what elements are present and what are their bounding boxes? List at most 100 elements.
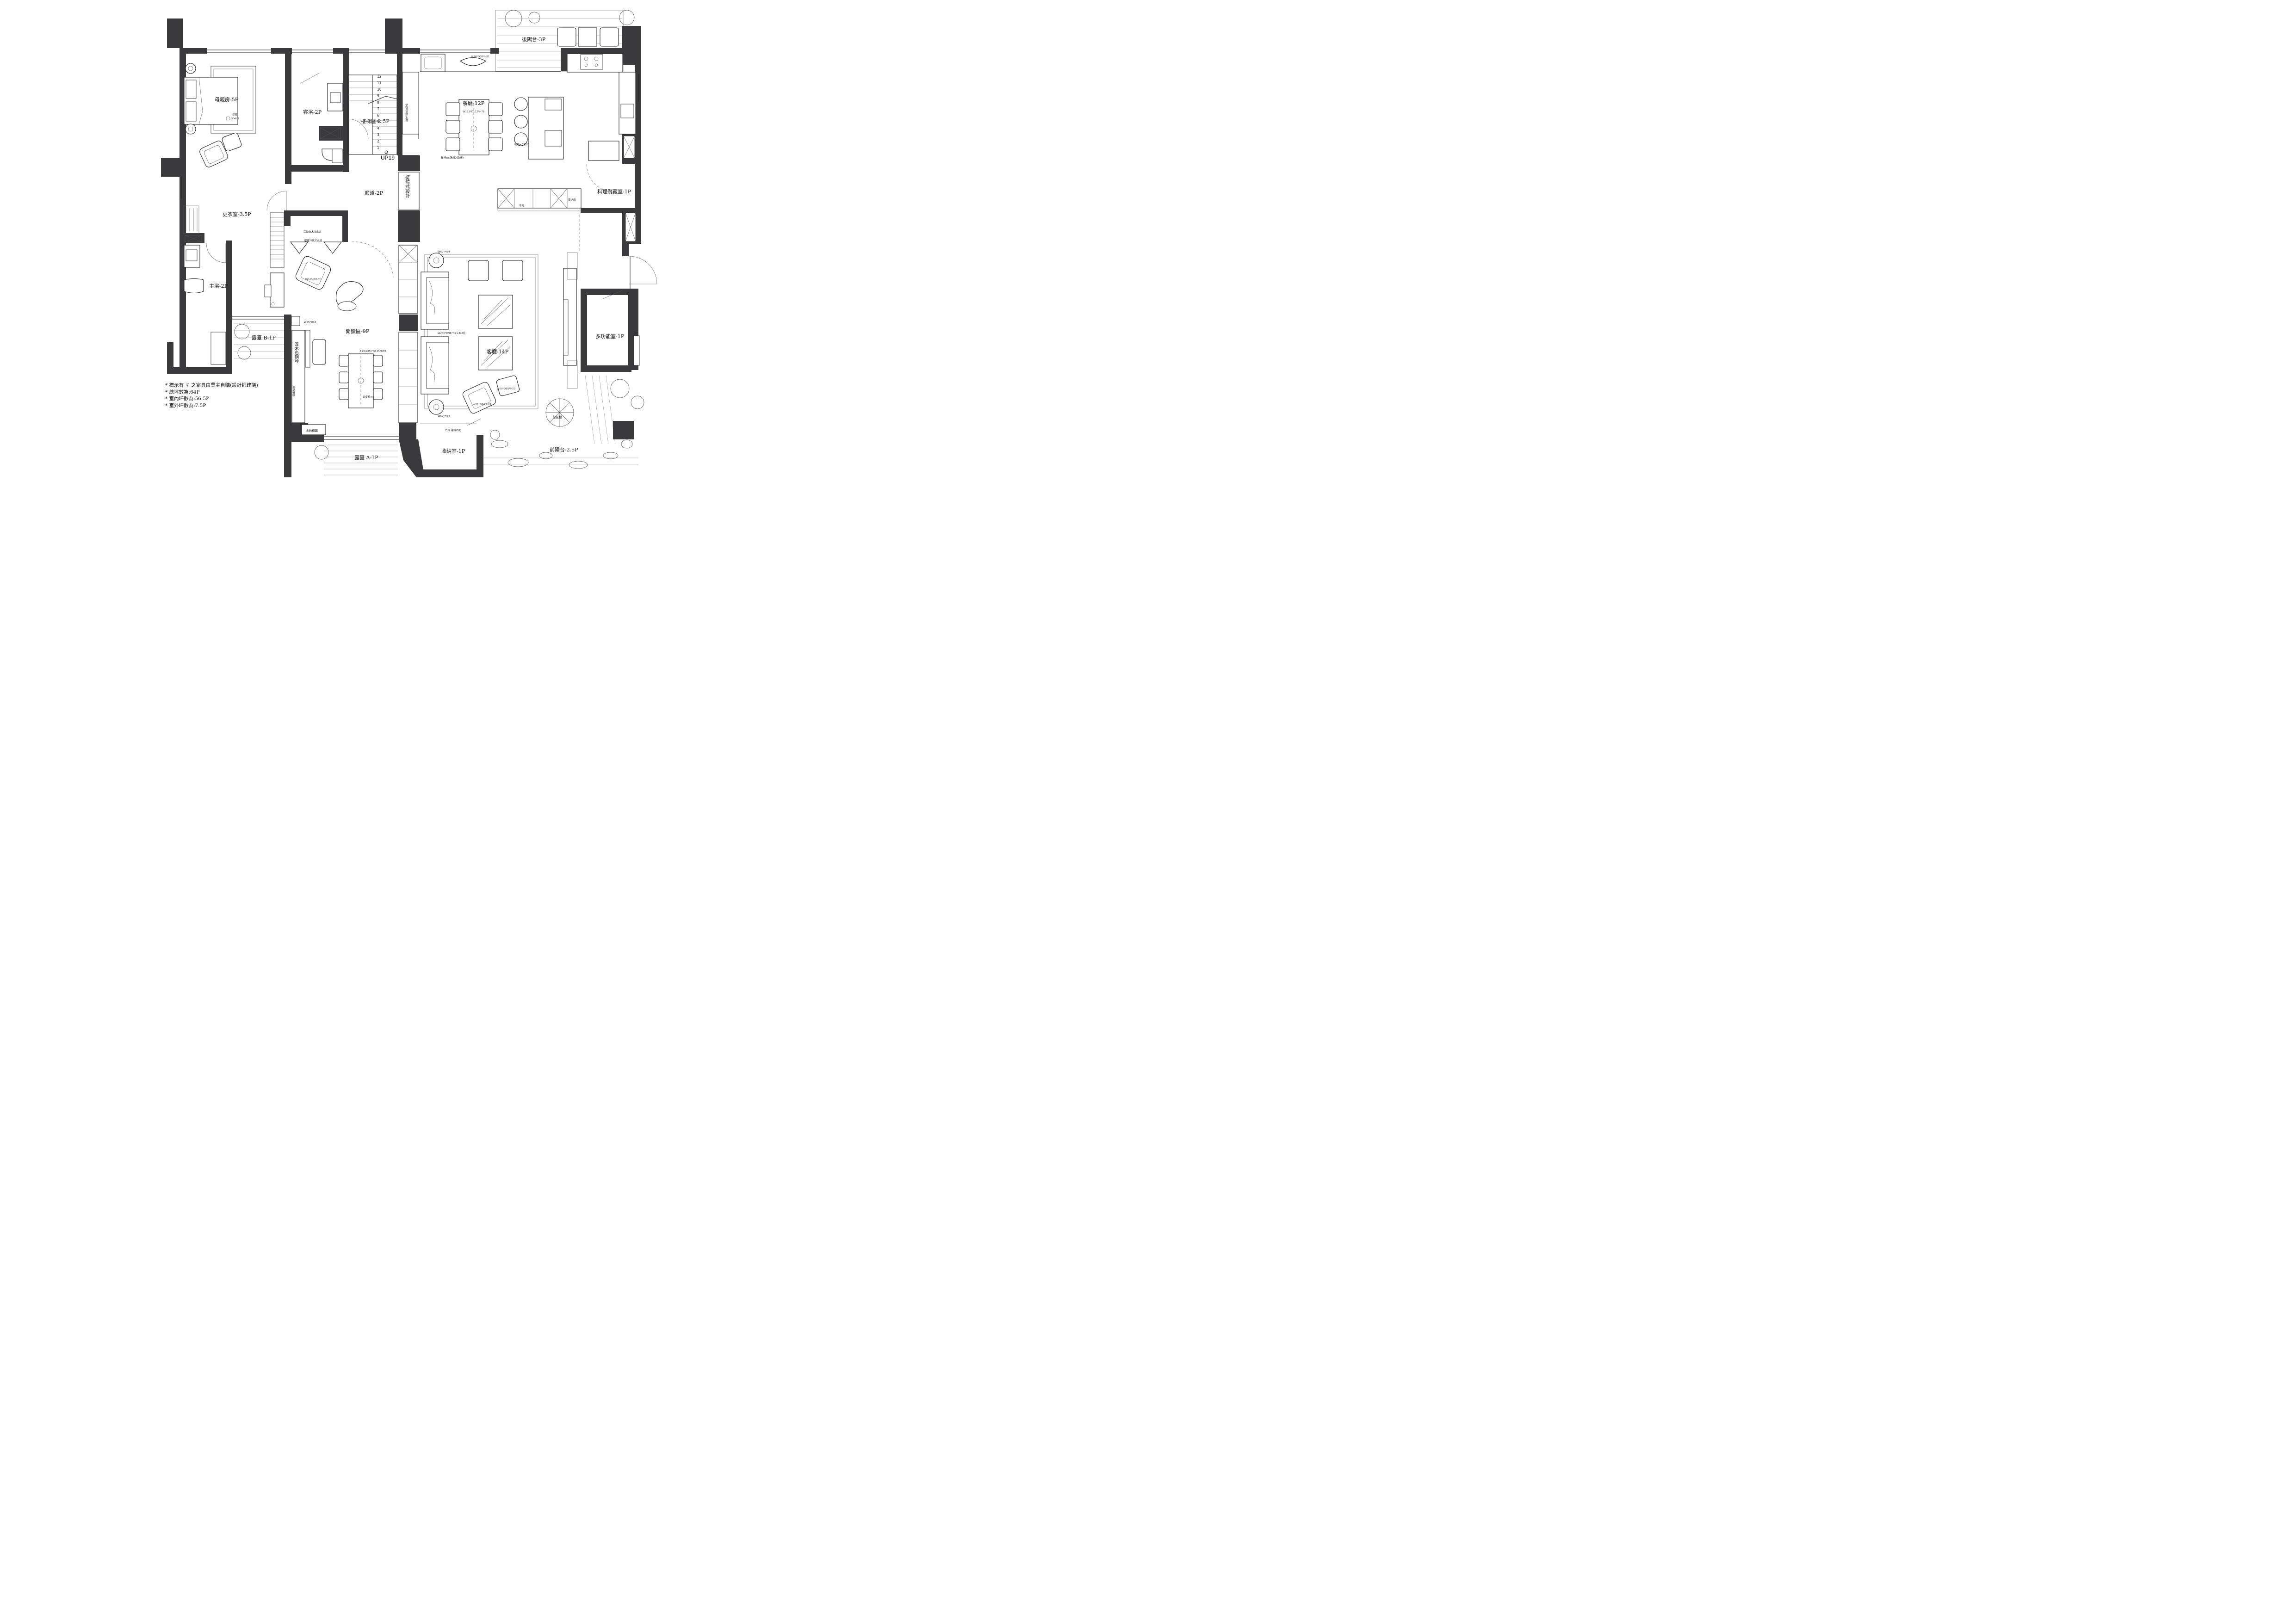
ottoman-1 <box>468 260 489 281</box>
coffee-table-1 <box>478 295 513 329</box>
side-table-1 <box>428 253 444 268</box>
note-outdoor-area: * 室外坪數為:7.5P <box>165 402 206 408</box>
staircase: 1 2 3 4 5 6 7 8 9 10 11 12 UP19 <box>347 74 397 161</box>
rug-size: 5'x6'2 <box>231 117 239 120</box>
study-side-label: 書桌儲櫃 <box>292 386 295 397</box>
room-labels: 母親房-5P 客浴-2P 樓梯區-2.5P 餐廳-12P 後陽台-3P 料理儲藏… <box>209 36 631 461</box>
armchair-1-size: W81*D96*H89 <box>473 403 492 406</box>
room-label-closet: 更衣室-3.5P <box>223 211 251 217</box>
closet-shelving <box>183 205 199 234</box>
ottoman-2 <box>502 260 523 281</box>
stair-step-1: 1 <box>377 146 379 150</box>
room-label-terrace-a: 露臺 A-1P <box>354 454 378 461</box>
stair-step-3: 3 <box>377 133 379 137</box>
room-label-pantry: 料理儲藏室-1P <box>597 188 631 195</box>
wall-ac-note: 壁掛冷氣於此處 <box>304 239 322 242</box>
stair-step-10: 10 <box>377 87 382 92</box>
doors <box>206 73 657 426</box>
master-toilet <box>184 278 204 294</box>
room-label-storage: 收納室-1P <box>441 448 465 454</box>
sink-unit <box>421 54 446 72</box>
stair-step-4: 4 <box>377 126 379 130</box>
bathroom-fixtures <box>184 83 343 365</box>
armchair-2-size: W69*D55*H53 <box>497 388 516 390</box>
console-table <box>459 57 487 66</box>
side-table-2-size: W67*H64 <box>438 415 450 418</box>
stair-step-6: 6 <box>377 113 379 117</box>
note-indoor-area: * 室內坪數為:56.5P <box>165 396 210 401</box>
note-total-area: * 總坪數為:64P <box>165 389 200 395</box>
wall-cabinets <box>264 72 640 423</box>
room-label-guest-bath: 客浴-2P <box>303 109 322 115</box>
piano-label: 深木色鋼琴 <box>294 342 299 364</box>
room-label-rear-balcony: 後陽台-3P <box>522 36 546 43</box>
piano-cabinet <box>291 330 305 423</box>
reading-area-furniture: 活動自水收此處 壁掛冷氣於此處 W105*D102 W55*D33 193(28… <box>290 230 386 435</box>
reading-armchair <box>295 256 331 290</box>
stair-step-11: 11 <box>377 81 382 85</box>
stair-step-12: 12 <box>377 74 382 79</box>
stair-step-5: 5 <box>377 120 379 124</box>
room-label-reading: 閱讀區-9P <box>346 328 370 334</box>
reading-chair-size: W105*D102 <box>305 278 321 281</box>
room-label-stair-area: 樓梯區-2.5P <box>361 118 390 124</box>
dining-table-size: W173*D112*H76 <box>463 111 485 113</box>
piano-bench <box>312 339 326 365</box>
room-label-master-bedroom: 母親房-5P <box>215 97 239 103</box>
floor-plan: 1 2 3 4 5 6 7 8 9 10 11 12 UP19 <box>161 10 657 477</box>
stair-step-2: 2 <box>377 139 379 143</box>
wall-ac-note-2: 壁掛冷氣於此處 <box>405 103 408 122</box>
dining-table <box>458 99 489 155</box>
bar-stool <box>514 97 528 111</box>
dining-chairs-note: 餐椅×6張(藍/紅/黃) <box>441 156 464 160</box>
living-armchair-1 <box>462 382 496 414</box>
rug-standard-note: 標準 <box>232 113 238 117</box>
terrace-a-deck <box>324 444 398 475</box>
stair-step-9: 9 <box>377 94 379 98</box>
study-table-size: 193(285)*D115*H78 <box>360 350 386 353</box>
coffee-table-2 <box>478 336 513 370</box>
stair-up-label: UP19 <box>381 154 395 161</box>
walls <box>161 19 641 477</box>
christmas-tree-label: 聖誕樹 <box>553 415 562 419</box>
side-table-2 <box>428 399 444 415</box>
side-table-1-size: W67*H64 <box>438 251 450 253</box>
bar-stools-note: 吧椅×3張(白) <box>514 142 530 146</box>
oven-label: 蒸烤箱 <box>568 198 576 202</box>
kitchen-furniture: W96*D35*H81 吧椅×3張(白) W173*D112*H76 餐椅×6張… <box>421 10 636 211</box>
rear-balcony-plants <box>505 10 635 27</box>
room-label-front-balcony: 前陽台-2.5P <box>550 446 578 453</box>
room-label-dining: 餐廳-12P <box>463 100 485 106</box>
pantry-cabinets <box>497 188 582 209</box>
small-table-size: W55*D33 <box>304 321 316 324</box>
pantry-appliance <box>588 141 619 161</box>
kitchen-sink <box>620 104 634 118</box>
cooktop <box>580 54 603 70</box>
room-label-multi-function: 多功能室-1P <box>595 333 625 339</box>
sink-cabinet-size: W96*D35*H81 <box>471 56 489 58</box>
closet-rack <box>270 212 285 268</box>
folding-bed-note: 活動自水收此處 <box>303 230 322 234</box>
stair-step-8: 8 <box>377 100 379 105</box>
living-armchair-2 <box>496 375 520 396</box>
fridge-label: 冰箱 <box>519 204 525 207</box>
nightstand-lamp <box>185 63 196 74</box>
door-note: 門片:建議內開 <box>445 428 461 432</box>
note-owner-furniture: * 標示有 ☼ 之家具由業主自購(設計師建議) <box>165 383 258 388</box>
stair-step-7: 7 <box>377 107 379 111</box>
wall-niche-label: 壁體式設計 <box>404 174 410 198</box>
ottoman <box>222 132 242 152</box>
master-bedroom-furniture: 標準 5'x6'2 <box>183 63 256 234</box>
legend-notes: * 標示有 ☼ 之家具由業主自購(設計師建議) * 總坪數為:64P * 室內坪… <box>165 382 258 409</box>
room-label-master-bath: 主浴-2P <box>209 283 228 289</box>
front-balcony-deck <box>483 375 638 469</box>
room-label-living: 客廳-14P <box>487 348 509 355</box>
desk-unit <box>270 272 285 308</box>
room-label-terrace-b: 露臺 B-1P <box>252 334 276 341</box>
living-room-furniture: W200*D96*H91.4(2座) W67*H64 W67*H64 W81*D… <box>421 251 578 432</box>
storage-cabinet-label: 收納櫃器 <box>306 428 318 432</box>
kitchen-side-counter <box>619 72 636 135</box>
study-chairs-note: 書桌椅×6 <box>363 395 374 399</box>
vanity <box>210 332 226 365</box>
storage-cabinet <box>301 424 326 435</box>
